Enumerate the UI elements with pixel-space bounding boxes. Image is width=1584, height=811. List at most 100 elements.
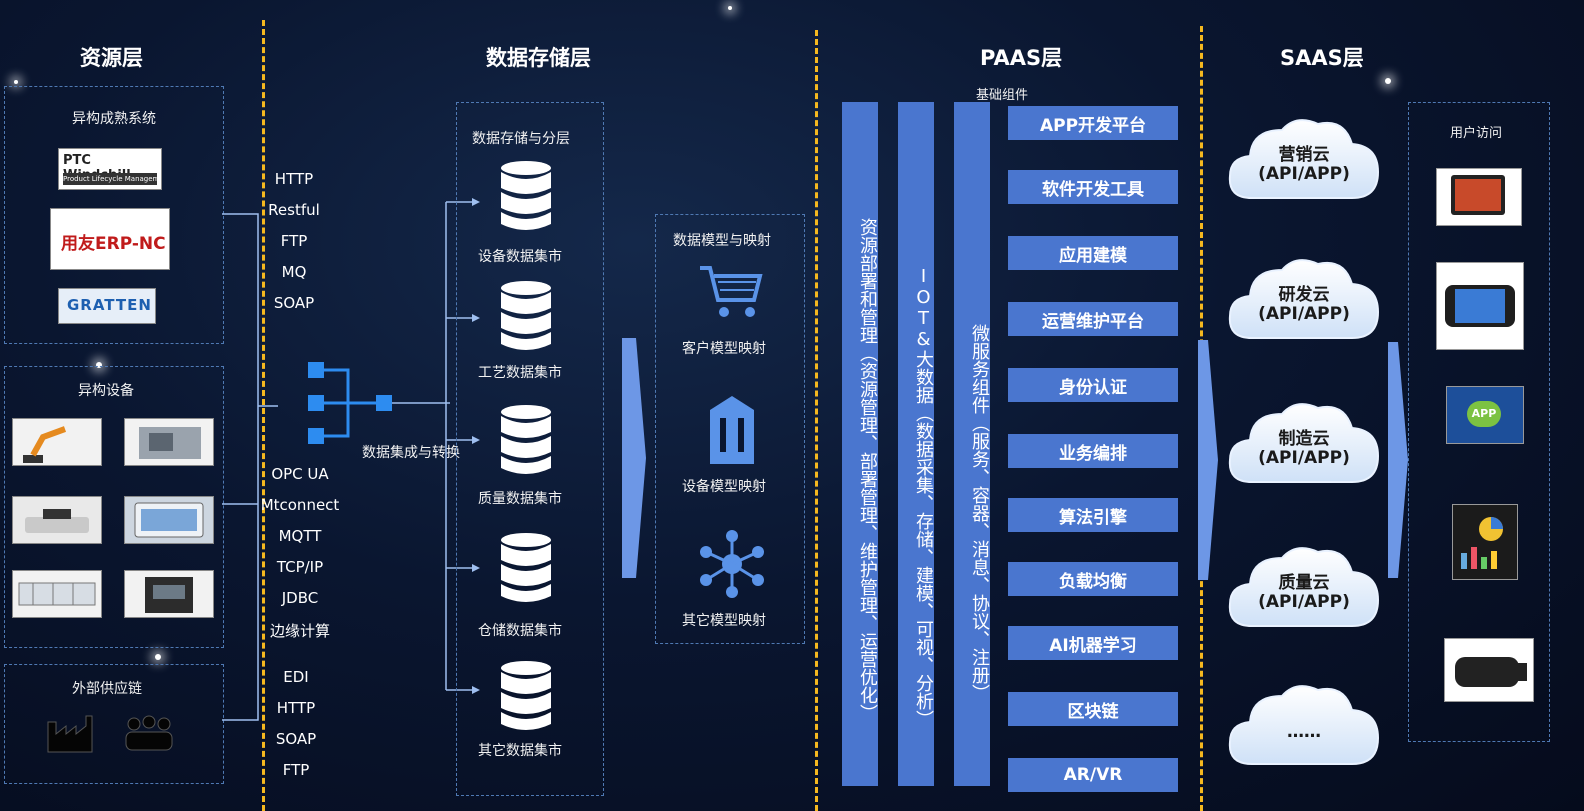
hmi-tablet-image bbox=[124, 496, 214, 544]
integration-label: 数据集成与转换 bbox=[362, 445, 460, 461]
paas-service-block: 软件开发工具 bbox=[1008, 170, 1178, 204]
cart-icon bbox=[700, 266, 763, 317]
gratten-logo: GRATTEN bbox=[58, 288, 156, 324]
paas-service-block: 区块链 bbox=[1008, 692, 1178, 726]
gratten-logo-text: GRATTEN bbox=[67, 296, 152, 314]
section-title-saas: SAAS层 bbox=[1280, 46, 1364, 70]
divider-resource-storage bbox=[262, 20, 265, 811]
ptc-logo-subtitle: Product Lifecycle Management bbox=[63, 173, 157, 185]
ptc-windchill-logo: PTC Windchill Product Lifecycle Manageme… bbox=[58, 148, 162, 190]
paas-service-block: 负载均衡 bbox=[1008, 562, 1178, 596]
supply-chain-title: 外部供应链 bbox=[72, 681, 142, 697]
data-mart-label: 其它数据集市 bbox=[478, 743, 562, 759]
yonyou-logo-text: 用友ERP-NC bbox=[61, 234, 166, 254]
yonyou-erp-logo: 用友ERP-NC bbox=[50, 208, 170, 270]
saas-cloud: 质量云(API/APP) bbox=[1224, 538, 1384, 638]
section-title-resource: 资源层 bbox=[80, 46, 143, 70]
paas-service-block: 应用建模 bbox=[1008, 236, 1178, 270]
storage-title: 数据存储与分层 bbox=[472, 131, 570, 147]
section-title-paas: PAAS层 bbox=[980, 46, 1063, 70]
protocol-item: OPC UA bbox=[271, 465, 329, 483]
storage-panel bbox=[456, 102, 604, 796]
protocol-item: JDBC bbox=[281, 589, 319, 607]
data-mart-label: 工艺数据集市 bbox=[478, 365, 562, 381]
database-icon bbox=[500, 532, 552, 604]
protocol-item: MQ bbox=[281, 263, 307, 281]
app-badge: APP bbox=[1467, 401, 1501, 427]
model-item: 客户模型映射 bbox=[682, 341, 766, 357]
database-icon bbox=[500, 660, 552, 732]
protocol-item: MQTT bbox=[278, 527, 322, 545]
people-group-icon bbox=[122, 712, 176, 754]
saas-cloud: 研发云(API/APP) bbox=[1224, 250, 1384, 350]
paas-service-block: 身份认证 bbox=[1008, 368, 1178, 402]
protocol-item: HTTP bbox=[276, 699, 316, 717]
model-item: 设备模型映射 bbox=[682, 479, 766, 495]
storage-branch-arrows bbox=[445, 198, 480, 694]
devices-title: 异构设备 bbox=[78, 383, 134, 399]
paas-service-block: 业务编排 bbox=[1008, 434, 1178, 468]
model-item: 其它模型映射 bbox=[682, 613, 766, 629]
paas-column-microservices: 微服务组件（服务、容器、消息、协议、注册） bbox=[954, 102, 990, 786]
protocol-item: Mtconnect bbox=[260, 496, 340, 514]
network-nodes-icon bbox=[700, 530, 764, 598]
protocol-item: FTP bbox=[280, 232, 308, 250]
paas-service-block: APP开发平台 bbox=[1008, 106, 1178, 140]
data-mart-label: 设备数据集市 bbox=[478, 249, 562, 265]
base-components-label: 基础组件 bbox=[976, 88, 1029, 103]
cloud-name: 质量云 bbox=[1278, 573, 1330, 593]
cloud-name: 研发云 bbox=[1278, 285, 1330, 305]
supply-chain-panel bbox=[4, 664, 224, 784]
cloud-name: …… bbox=[1287, 722, 1321, 742]
data-mart-label: 仓储数据集市 bbox=[478, 623, 562, 639]
paas-service-block: 运营维护平台 bbox=[1008, 302, 1178, 336]
saas-to-user-arrow bbox=[1388, 342, 1410, 578]
silo-icon bbox=[710, 396, 754, 464]
star bbox=[96, 362, 102, 368]
cnc-machine-image bbox=[124, 418, 214, 466]
protocol-item: SOAP bbox=[273, 294, 315, 312]
protocol-item: Restful bbox=[268, 201, 320, 219]
devices-panel bbox=[4, 366, 224, 648]
production-line-image bbox=[12, 570, 102, 618]
tablet-device-image bbox=[1436, 168, 1522, 226]
smartphone-device-image bbox=[1436, 262, 1524, 350]
cloud-subtitle: (API/APP) bbox=[1258, 164, 1350, 184]
cloud-subtitle: (API/APP) bbox=[1258, 448, 1350, 468]
systems-title: 异构成熟系统 bbox=[72, 111, 156, 127]
user-access-panel bbox=[1408, 102, 1550, 742]
vr-headset-image bbox=[1444, 638, 1534, 702]
paas-column-iot-bigdata: IOT&大数据（数据采集、存储、建模、可视、分析） bbox=[898, 102, 934, 786]
resource-connectors bbox=[222, 213, 278, 721]
protocol-item: 边缘计算 bbox=[269, 622, 330, 640]
user-access-title: 用户访问 bbox=[1450, 126, 1503, 141]
saas-cloud: 营销云(API/APP) bbox=[1224, 110, 1384, 210]
agv-image bbox=[12, 496, 102, 544]
database-icon bbox=[500, 160, 552, 232]
cloud-subtitle: (API/APP) bbox=[1258, 592, 1350, 612]
cloud-name: 营销云 bbox=[1278, 145, 1330, 165]
divider-storage-paas bbox=[815, 30, 818, 811]
model-panel bbox=[655, 214, 805, 644]
protocol-item: TCP/IP bbox=[276, 558, 324, 576]
star bbox=[14, 80, 18, 84]
integration-hub-icon bbox=[308, 362, 450, 444]
star bbox=[155, 654, 161, 660]
factory-icon bbox=[46, 712, 96, 754]
protocol-item: EDI bbox=[283, 668, 309, 686]
data-mart-label: 质量数据集市 bbox=[478, 491, 562, 507]
paas-service-block: AR/VR bbox=[1008, 758, 1178, 792]
cloud-subtitle: (API/APP) bbox=[1258, 304, 1350, 324]
robot-arm-image bbox=[12, 418, 102, 466]
database-icon bbox=[500, 280, 552, 352]
star bbox=[728, 6, 732, 10]
systems-panel bbox=[4, 86, 224, 344]
paas-column-resource-management: 资源部署和管理（资源管理、部署管理、维护管理、运营优化） bbox=[842, 102, 878, 786]
printer-3d-image bbox=[124, 570, 214, 618]
model-title: 数据模型与映射 bbox=[673, 233, 771, 249]
saas-cloud: 制造云(API/APP) bbox=[1224, 394, 1384, 494]
paas-to-saas-arrow bbox=[1198, 340, 1220, 580]
protocol-item: HTTP bbox=[274, 170, 314, 188]
star bbox=[1385, 78, 1391, 84]
section-title-storage: 数据存储层 bbox=[486, 46, 591, 70]
